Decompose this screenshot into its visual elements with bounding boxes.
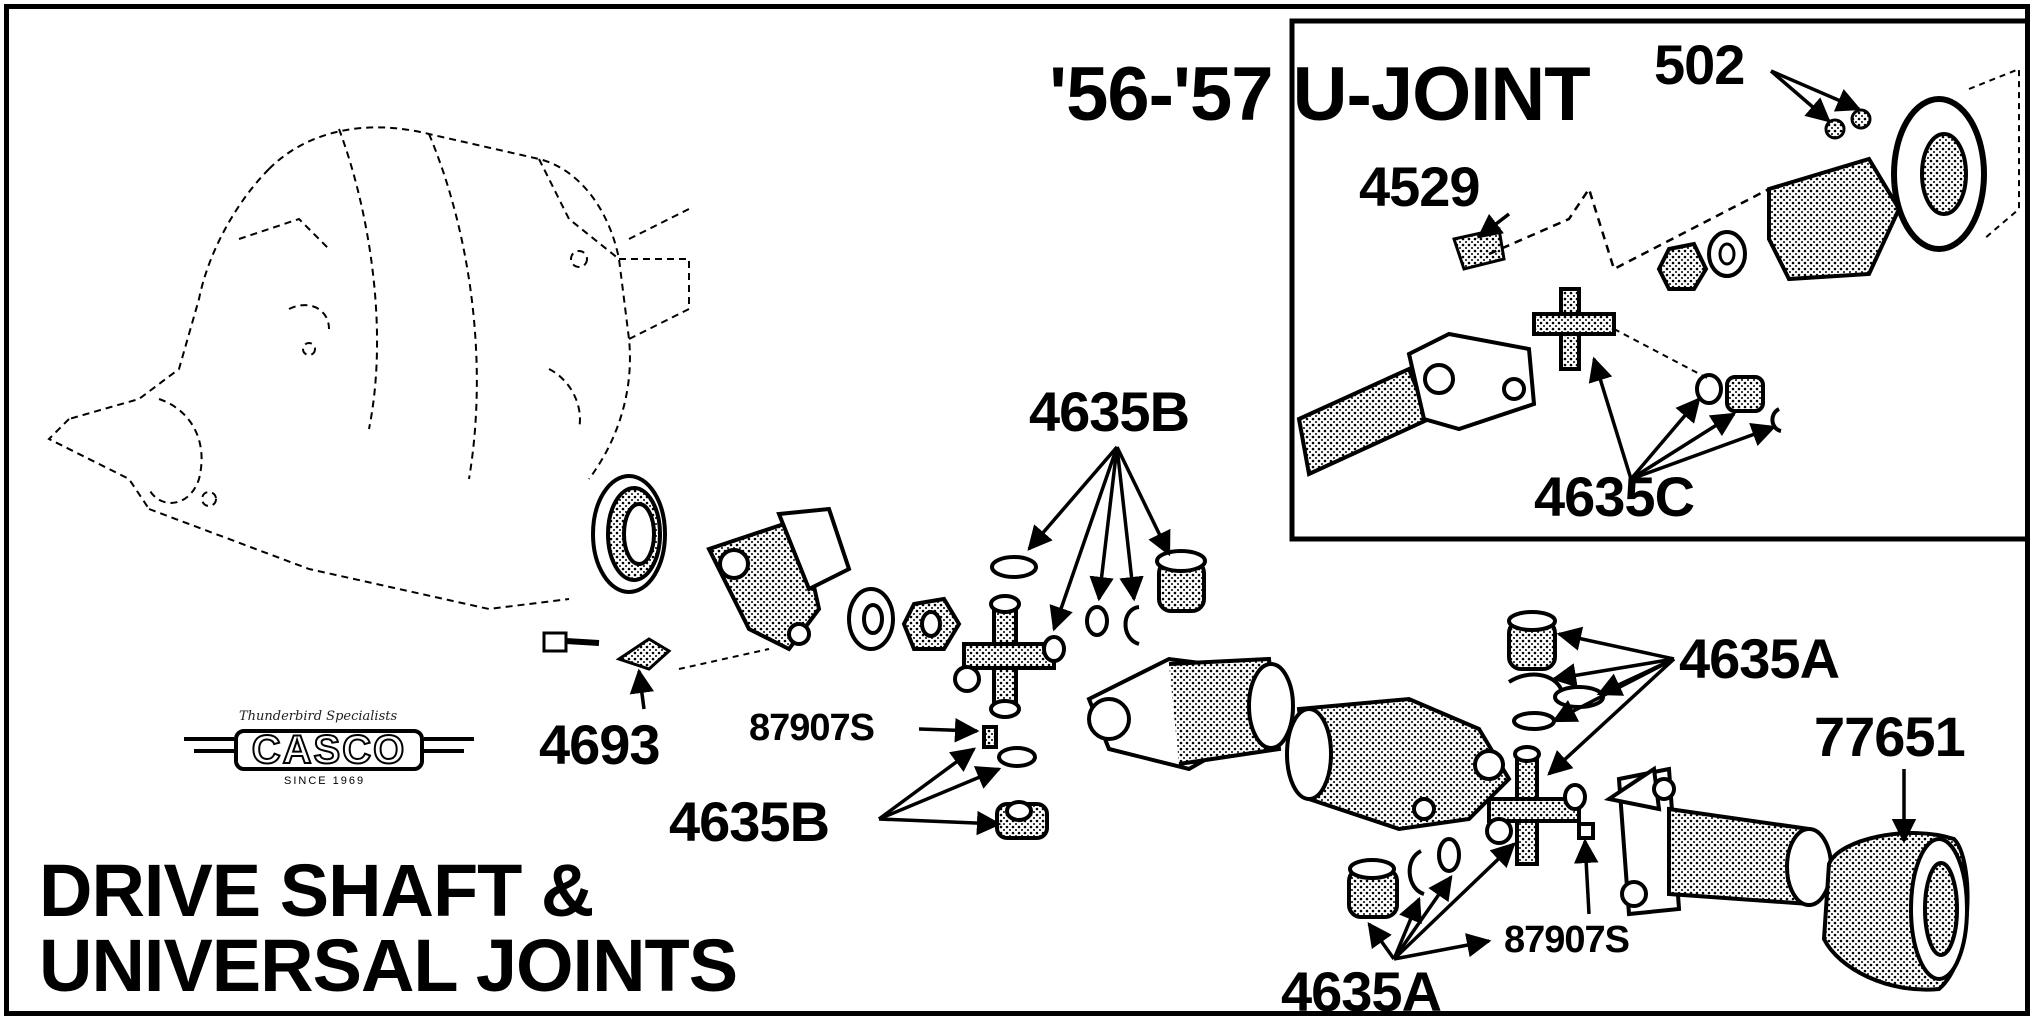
logo-wing-left-lower — [194, 749, 234, 753]
bearing-parts-a-bottom — [1347, 837, 1461, 919]
part-label-4635c: 4635C — [1534, 465, 1695, 528]
part-label-4635a-bottom: 4635A — [1281, 960, 1442, 1016]
part-label-4635b-bottom: 4635B — [669, 790, 830, 853]
inset-title: '56-'57 U-JOINT — [1049, 52, 1591, 137]
part-label-4635b-top: 4635B — [1029, 380, 1190, 443]
axle-housing-outline — [47, 126, 690, 611]
inset-box — [1289, 18, 2025, 542]
part-label-502: 502 — [1654, 33, 1745, 96]
casco-logo: Thunderbird Specialists CASCO SINCE 1969 — [184, 709, 474, 799]
part-label-4635a-top: 4635A — [1679, 627, 1840, 690]
part-label-87907s-left: 87907S — [749, 707, 875, 749]
front-ujoint-cross — [953, 594, 1066, 719]
slip-yoke-shaft — [1086, 656, 1295, 772]
washer-and-nut — [847, 587, 962, 651]
rear-shaft-yoke — [1603, 765, 1833, 917]
logo-wing-right-lower — [424, 749, 464, 753]
logo-wing-left — [184, 737, 234, 741]
bolt-and-strap — [542, 631, 770, 671]
leader-lines — [629, 445, 1917, 961]
rear-ujoint-cross — [1485, 745, 1595, 866]
bearing-parts-bottom — [982, 725, 1049, 840]
transmission-boot — [1821, 831, 1970, 992]
pinion-yoke — [706, 506, 852, 652]
exploded-parts-drawing — [47, 18, 2025, 992]
part-label-4529: 4529 — [1359, 155, 1481, 218]
part-label-77651: 77651 — [1814, 705, 1966, 768]
logo-tagline: Thunderbird Specialists — [239, 709, 398, 724]
diagram-title-line2: UNIVERSAL JOINTS — [39, 924, 738, 1007]
logo-wing-right — [424, 737, 474, 741]
center-slip-yoke — [1285, 696, 1512, 832]
logo-since: SINCE 1969 — [284, 775, 366, 787]
pinion-seal — [591, 474, 667, 594]
part-label-87907s-right: 87907S — [1504, 919, 1630, 961]
logo-wordmark: CASCO — [234, 729, 424, 771]
diagram-frame: DRIVE SHAFT & UNIVERSAL JOINTS '56-'57 U… — [4, 4, 2030, 1016]
part-label-4693: 4693 — [539, 713, 661, 776]
bearing-parts-a-top — [1507, 610, 1605, 731]
diagram-title-line1: DRIVE SHAFT & — [39, 849, 594, 932]
